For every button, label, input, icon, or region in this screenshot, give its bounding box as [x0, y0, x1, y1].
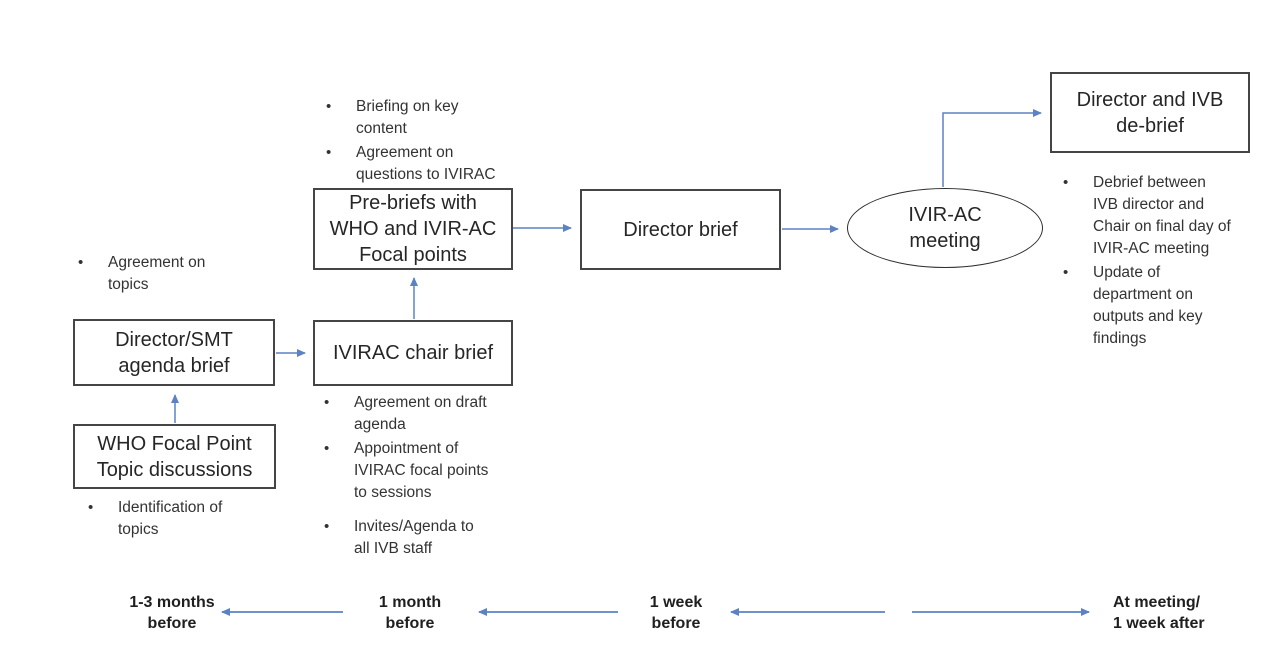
bullet-item: • Identification of topics	[88, 497, 222, 541]
bullet-icon: •	[324, 394, 330, 411]
bullet-text: Identification of topics	[118, 499, 223, 538]
bullet-item: • Agreement on topics	[78, 252, 205, 296]
bullet-icon: •	[324, 518, 330, 535]
bullet-icon: •	[88, 499, 94, 516]
bullet-icon: •	[324, 440, 330, 457]
bullets-agreement-on-topics: • Agreement on topics	[78, 252, 205, 298]
bullet-icon: •	[326, 144, 332, 161]
timeline-label-1-month-before: 1 month before	[378, 594, 442, 632]
bullet-icon: •	[78, 254, 84, 271]
bullet-icon: •	[326, 98, 332, 115]
box-ivirac-chair-brief: IVIRAC chair brief	[313, 320, 513, 386]
bullets-ivirac-chair-notes: • Agreement on draft agenda • Appointmen…	[324, 392, 488, 562]
timeline-label-at-meeting-1-week-after: At meeting/ 1 week after	[1113, 594, 1205, 632]
bullets-identification-of-topics: • Identification of topics	[88, 497, 222, 543]
bullet-text: Briefing on key content	[356, 98, 459, 137]
bullet-item: • Appointment of IVIRAC focal points to …	[324, 438, 488, 504]
bullet-item: • Debrief between IVB director and Chair…	[1063, 172, 1231, 260]
bullet-text: Agreement on draft agenda	[354, 394, 487, 433]
timeline-label-1-3-months-before: 1-3 months before	[129, 594, 215, 632]
bullet-text: Invites/Agenda to all IVB staff	[354, 518, 474, 557]
bullet-item: • Update of department on outputs and ke…	[1063, 262, 1231, 350]
bullet-item: • Agreement on questions to IVIRAC	[326, 142, 496, 186]
timeline-label-1-week-before: 1 week before	[649, 594, 703, 632]
arrow-meeting-to-debrief	[942, 109, 1042, 187]
box-director-ivb-debrief: Director and IVB de-brief	[1050, 72, 1250, 153]
bullet-icon: •	[1063, 264, 1069, 281]
bullets-debrief-notes: • Debrief between IVB director and Chair…	[1063, 172, 1231, 352]
ellipse-ivirac-meeting: IVIR-AC meeting	[847, 188, 1043, 268]
bullet-item: • Agreement on draft agenda	[324, 392, 488, 436]
bullet-text: Agreement on questions to IVIRAC	[356, 144, 496, 183]
box-director-brief: Director brief	[580, 189, 781, 270]
bullet-text: Appointment of IVIRAC focal points to se…	[354, 440, 489, 501]
bullet-item: • Invites/Agenda to all IVB staff	[324, 516, 488, 560]
bullet-text: Agreement on topics	[108, 254, 206, 293]
bullet-icon: •	[1063, 174, 1069, 191]
bullet-text: Update of department on outputs and key …	[1093, 264, 1203, 347]
box-who-focal-point-topic-discussions: WHO Focal Point Topic discussions	[73, 424, 276, 489]
bullet-text: Debrief between IVB director and Chair o…	[1093, 174, 1231, 257]
bullets-prebrief-notes: • Briefing on key content • Agreement on…	[326, 96, 496, 188]
box-director-smt-agenda-brief: Director/SMT agenda brief	[73, 319, 275, 386]
bullet-item: • Briefing on key content	[326, 96, 496, 140]
box-prebriefs-focal-points: Pre-briefs with WHO and IVIR-AC Focal po…	[313, 188, 513, 270]
